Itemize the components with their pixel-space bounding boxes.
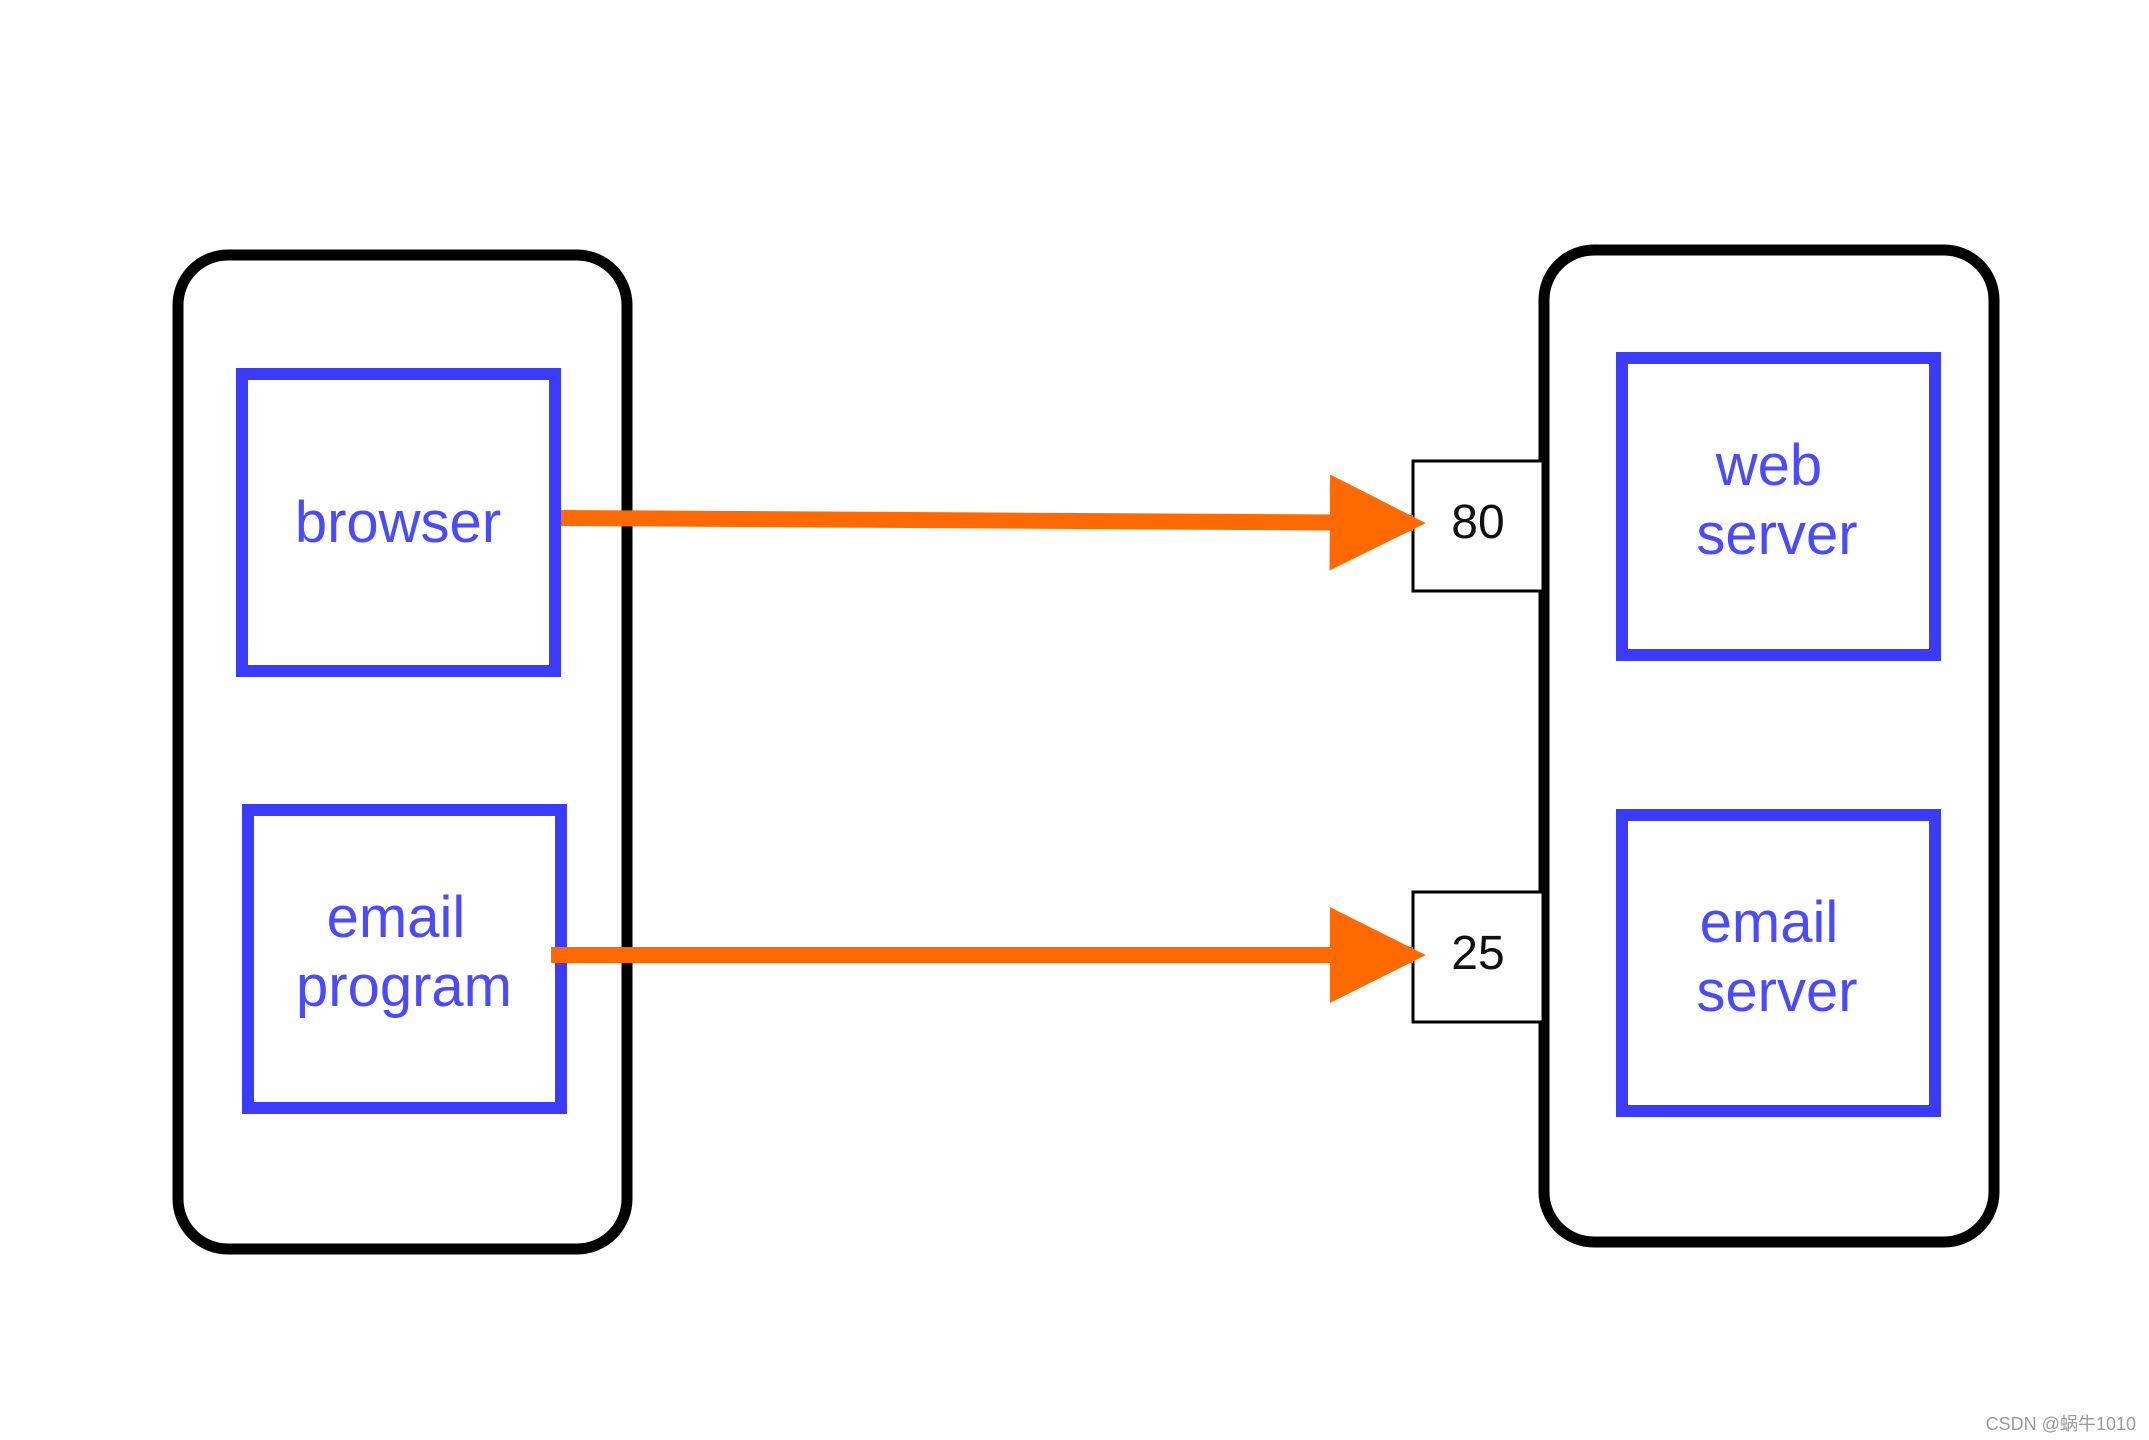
server-host: web server email server 80 25: [1411, 244, 2000, 1248]
web-server-process-box: [1616, 352, 1941, 661]
port-80-box: [1411, 459, 1545, 593]
browser-process-label-line-1: browser: [295, 490, 501, 555]
client-host: browser email program: [172, 249, 633, 1255]
web-server-process-label-line-2: server: [1696, 502, 1857, 567]
port-80: 80: [1411, 459, 1545, 593]
browser-to-port-80-arrow: [560, 474, 1426, 571]
email-program-process-label: email program: [296, 885, 512, 1019]
client-host-frame: [172, 249, 633, 1255]
web-server-process-label: web server: [1696, 433, 1857, 567]
port-25: 25: [1411, 890, 1545, 1024]
email-server-process: email server: [1616, 809, 1941, 1117]
email-server-process-label-line-2: server: [1696, 959, 1857, 1024]
port-80-label: 80: [1451, 496, 1504, 549]
server-host-frame: [1538, 244, 2000, 1248]
web-server-process: web server: [1616, 352, 1941, 661]
email-server-process-label: email server: [1696, 890, 1857, 1024]
email-server-process-box: [1616, 809, 1941, 1117]
web-server-process-label-line-1: web: [1715, 433, 1822, 498]
browser-process-box: [236, 368, 561, 677]
email-program-process: email program: [242, 804, 567, 1114]
port-25-box: [1411, 890, 1545, 1024]
browser-process-label: browser: [295, 490, 501, 555]
port-25-label: 25: [1451, 927, 1504, 980]
email-program-process-label-line-1: email: [327, 885, 466, 950]
connections: [551, 474, 1426, 1003]
email-program-process-label-line-2: program: [296, 954, 512, 1019]
watermark: CSDN @蜗牛1010: [1986, 1414, 2136, 1434]
browser-process: browser: [236, 368, 561, 677]
email-server-process-label-line-1: email: [1700, 890, 1839, 955]
